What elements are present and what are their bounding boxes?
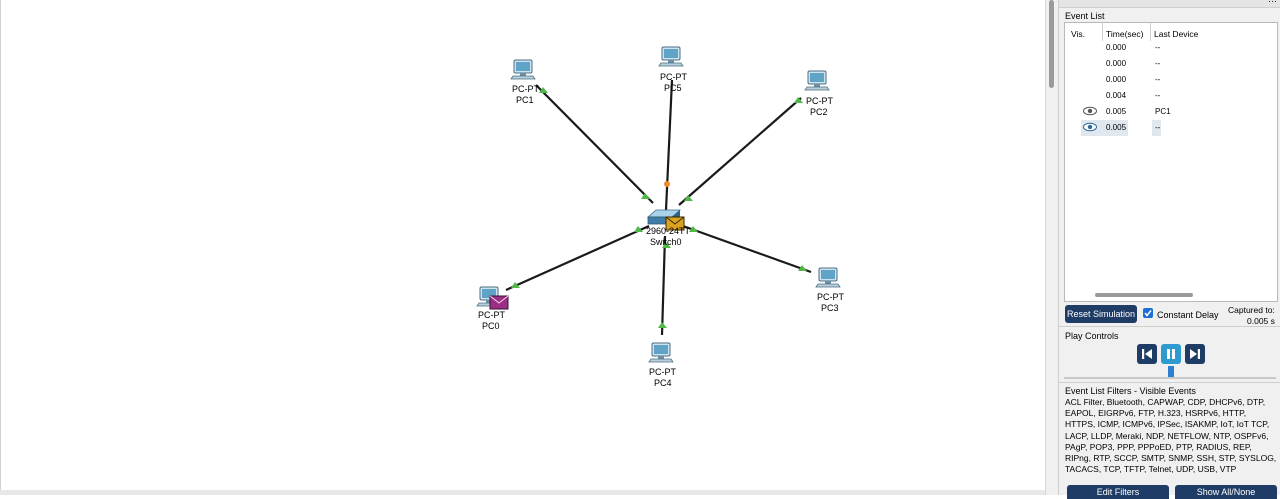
device-name-label: PC0 [482, 321, 500, 331]
workspace-vertical-scrollbar[interactable] [1045, 0, 1058, 495]
simulation-panel: ··· Event List Vis. Time(sec) Last Devic… [1058, 0, 1280, 499]
link-light-sw-pc4 [662, 242, 671, 248]
topology-canvas [476, 46, 841, 363]
column-header-vis[interactable]: Vis. [1071, 29, 1086, 39]
column-header-last-device[interactable]: Last Device [1154, 29, 1199, 39]
show-all-none-button[interactable]: Show All/None [1175, 485, 1277, 499]
event-time: 0.000 [1106, 59, 1127, 68]
captured-value: 0.005 s [1247, 316, 1275, 326]
column-separator [1102, 23, 1103, 41]
event-last-device: -- [1155, 59, 1161, 68]
column-separator [1150, 23, 1151, 41]
device-type-label: PC-PT [649, 367, 676, 377]
cable-pc4-switch[interactable] [660, 235, 667, 336]
device-type-label: PC-PT [478, 310, 505, 320]
column-header-time[interactable]: Time(sec) [1106, 29, 1144, 39]
pc5-icon[interactable] [658, 46, 684, 67]
link-light-pc2 [794, 97, 803, 103]
section-divider [1059, 326, 1280, 327]
device-name-label: Switch0 [650, 237, 682, 247]
device-name-label: PC4 [654, 378, 672, 388]
filters-list: ACL Filter, Bluetooth, CAPWAP, CDP, DHCP… [1065, 397, 1277, 475]
event-last-device: -- [1155, 43, 1161, 52]
device-type-label: PC-PT [806, 96, 833, 106]
event-row[interactable]: 0.005 PC1 [1065, 104, 1277, 120]
event-time: 0.004 [1106, 91, 1127, 100]
event-time: 0.005 [1106, 123, 1127, 132]
link-light-pc0 [511, 282, 520, 288]
cable-pc2-switch[interactable] [678, 97, 802, 206]
scrollbar-thumb[interactable] [1049, 0, 1054, 88]
device-name-label: PC1 [516, 95, 534, 105]
device-name-label: PC2 [810, 107, 828, 117]
constant-delay-label: Constant Delay [1157, 310, 1219, 320]
link-light-sw-pc1 [641, 193, 650, 199]
workspace-horizontal-scrollbar[interactable] [0, 490, 1045, 495]
event-list-scrollbar[interactable] [1095, 293, 1193, 297]
event-list-table[interactable]: Vis. Time(sec) Last Device 0.000 -- 0.00… [1064, 22, 1278, 302]
event-row[interactable]: 0.000 -- [1065, 56, 1277, 72]
skip-back-icon [1142, 349, 1152, 359]
forward-step-button[interactable] [1185, 344, 1205, 364]
more-icon[interactable]: ··· [1268, 0, 1277, 6]
cable-pc0-switch[interactable] [505, 224, 650, 292]
eye-icon[interactable] [1083, 106, 1097, 116]
pc3-icon[interactable] [815, 267, 841, 288]
section-divider [1059, 382, 1280, 383]
device-name-label: PC3 [821, 303, 839, 313]
pc2-icon[interactable] [804, 70, 830, 91]
pause-icon [1167, 349, 1175, 359]
edit-filters-button[interactable]: Edit Filters [1067, 485, 1169, 499]
event-time: 0.005 [1106, 107, 1127, 116]
link-light-pc4 [658, 322, 667, 328]
panel-top-bar: ··· [1059, 0, 1280, 8]
envelope-pdu-icon[interactable] [665, 216, 685, 231]
speed-slider-thumb[interactable] [1168, 366, 1174, 378]
reset-simulation-button[interactable]: Reset Simulation [1065, 305, 1137, 323]
device-name-label: PC5 [664, 83, 682, 93]
captured-label: Captured to: [1228, 305, 1275, 315]
play-controls-title: Play Controls [1065, 331, 1119, 341]
event-row[interactable]: 0.004 -- [1065, 88, 1277, 104]
link-light-pc1 [539, 87, 548, 93]
eye-icon[interactable] [1083, 122, 1097, 132]
cable-pc3-switch[interactable] [682, 224, 812, 274]
envelope-pdu-icon[interactable] [489, 295, 509, 310]
device-type-label: PC-PT [512, 84, 539, 94]
device-type-label: PC-PT [817, 292, 844, 302]
link-light-pc3 [798, 265, 807, 271]
device-type-label: PC-PT [660, 72, 687, 82]
selection-highlight [1152, 120, 1161, 136]
filters-title: Event List Filters - Visible Events [1065, 386, 1196, 396]
event-last-device: PC1 [1155, 107, 1171, 116]
event-last-device: -- [1155, 91, 1161, 100]
event-time: 0.000 [1106, 75, 1127, 84]
event-time: 0.000 [1106, 43, 1127, 52]
topology-workspace[interactable]: PC-PT PC1 PC-PT PC5 PC-PT PC2 PC-PT PC3 … [0, 0, 1046, 490]
cable-pc1-switch[interactable] [535, 84, 654, 204]
device-type-label: 2960-24TT [646, 226, 691, 236]
pc1-icon[interactable] [510, 59, 536, 80]
skip-forward-icon [1190, 349, 1200, 359]
link-light-sw-pc0 [634, 226, 643, 232]
event-last-device: -- [1155, 123, 1161, 132]
event-row[interactable]: 0.000 -- [1065, 40, 1277, 56]
pc4-icon[interactable] [648, 342, 674, 363]
cable-pc5-switch[interactable] [664, 79, 674, 211]
check-icon [1144, 310, 1152, 317]
back-step-button[interactable] [1137, 344, 1157, 364]
constant-delay-checkbox[interactable] [1143, 308, 1153, 318]
event-row-selected[interactable]: 0.005 -- [1065, 120, 1277, 136]
pause-button[interactable] [1161, 344, 1181, 364]
event-row[interactable]: 0.000 -- [1065, 72, 1277, 88]
event-list-title: Event List [1065, 11, 1105, 21]
speed-slider-track[interactable] [1064, 377, 1276, 379]
link-light-pc5-orange [664, 181, 670, 187]
link-light-sw-pc3 [689, 226, 698, 232]
event-last-device: -- [1155, 75, 1161, 84]
link-light-sw-pc2 [684, 195, 693, 201]
